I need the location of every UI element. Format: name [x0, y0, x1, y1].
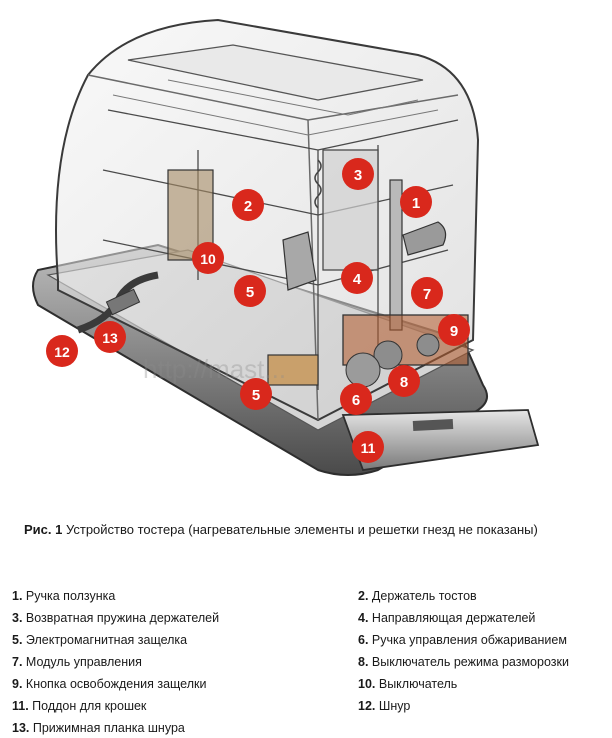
callout-label: 8	[400, 374, 408, 391]
callout-4: 4	[341, 262, 373, 294]
parts-legend: 1. Ручка ползунка 2. Держатель тостов 3.…	[12, 586, 612, 736]
legend-number: 4.	[358, 611, 369, 625]
legend-item: 4. Направляющая держателей	[358, 610, 535, 626]
callout-13: 13	[94, 321, 126, 353]
callout-label: 5	[246, 284, 254, 301]
legend-number: 1.	[12, 589, 23, 603]
legend-number: 8.	[358, 655, 369, 669]
callout-8: 8	[388, 365, 420, 397]
callout-6: 6	[340, 383, 372, 415]
slider-mechanism	[282, 159, 447, 331]
callout-label: 3	[354, 167, 362, 184]
legend-number: 9.	[12, 677, 23, 691]
figure-caption: Рис. 1 Устройство тостера (нагревательны…	[24, 521, 604, 538]
legend-number: 3.	[12, 611, 23, 625]
callout-label: 10	[200, 251, 216, 267]
front-panel	[267, 354, 319, 386]
caption-label: Рис. 1	[24, 522, 63, 537]
callout-label: 2	[244, 198, 252, 215]
legend-text: Прижимная планка шнура	[29, 721, 185, 735]
legend-item: 7. Модуль управления	[12, 654, 142, 670]
legend-item: 13. Прижимная планка шнура	[12, 720, 185, 736]
callout-5: 5	[234, 275, 266, 307]
legend-item: 2. Держатель тостов	[358, 588, 477, 604]
legend-item: 9. Кнопка освобождения защелки	[12, 676, 206, 692]
legend-number: 13.	[12, 721, 30, 735]
legend-text: Возвратная пружина держателей	[22, 611, 220, 625]
toaster-illustration: http://mast... 1 2 3 4 5 7 10 12 13 5	[32, 18, 540, 476]
legend-item: 5. Электромагнитная защелка	[12, 632, 187, 648]
legend-number: 10.	[358, 677, 376, 691]
legend-text: Кнопка освобождения защелки	[22, 677, 207, 691]
legend-number: 7.	[12, 655, 23, 669]
legend-text: Выключатель режима разморозки	[368, 655, 569, 669]
legend-text: Ручка управления обжариванием	[368, 633, 567, 647]
legend-number: 6.	[358, 633, 369, 647]
legend-text: Направляющая держателей	[368, 611, 536, 625]
callout-3: 3	[342, 158, 374, 190]
legend-text: Выключатель	[375, 677, 458, 691]
callout-label: 6	[352, 392, 360, 409]
legend-text: Модуль управления	[22, 655, 142, 669]
legend-item: 12. Шнур	[358, 698, 410, 714]
legend-text: Поддон для крошек	[28, 699, 147, 713]
callout-label: 5	[252, 387, 260, 404]
callout-label: 7	[423, 286, 431, 303]
callout-label: 13	[102, 330, 118, 346]
callout-label: 9	[450, 323, 458, 340]
legend-text: Шнур	[375, 699, 411, 713]
watermark: http://mast...	[143, 354, 286, 384]
callout-7: 7	[411, 277, 443, 309]
legend-number: 11.	[12, 699, 29, 713]
legend-item: 8. Выключатель режима разморозки	[358, 654, 569, 670]
callout-11: 11	[352, 431, 384, 463]
legend-number: 12.	[358, 699, 376, 713]
callout-10: 10	[192, 242, 224, 274]
callout-5-lower: 5	[240, 378, 272, 410]
callout-label: 12	[54, 344, 70, 360]
legend-text: Держатель тостов	[368, 589, 477, 603]
legend-item: 11. Поддон для крошек	[12, 698, 146, 714]
control-module	[342, 314, 469, 388]
callout-12: 12	[46, 335, 78, 367]
legend-item: 10. Выключатель	[358, 676, 457, 692]
callout-label: 1	[412, 195, 420, 212]
legend-item: 1. Ручка ползунка	[12, 588, 115, 604]
legend-text: Ручка ползунка	[22, 589, 116, 603]
callout-9: 9	[438, 314, 470, 346]
crumb-tray	[341, 409, 540, 471]
callout-label: 11	[361, 440, 376, 456]
callout-label: 4	[353, 271, 362, 288]
legend-number: 5.	[12, 633, 23, 647]
caption-text: Устройство тостера (нагревательные элеме…	[62, 522, 538, 537]
legend-text: Электромагнитная защелка	[22, 633, 188, 647]
callout-1: 1	[400, 186, 432, 218]
legend-item: 6. Ручка управления обжариванием	[358, 632, 567, 648]
legend-item: 3. Возвратная пружина держателей	[12, 610, 219, 626]
legend-number: 2.	[358, 589, 369, 603]
callout-2: 2	[232, 189, 264, 221]
